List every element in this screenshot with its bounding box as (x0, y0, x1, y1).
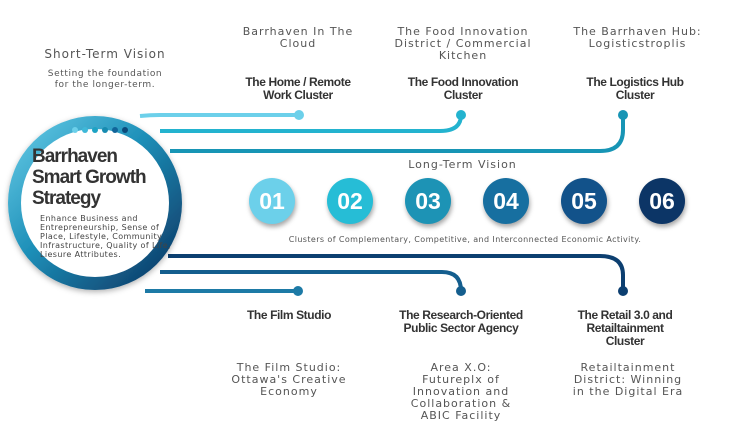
hub-inner-circle (21, 129, 169, 277)
food-innovation-cluster-title: The Food Innovation Cluster (407, 75, 519, 102)
research-agency-subtitle: Area X.O: Futureplx of Innovation and Co… (410, 361, 512, 422)
logistics-hub-subtitle: The Barrhaven Hub: Logisticstroplis (573, 25, 702, 50)
connector-dot-film (293, 286, 303, 296)
home-remote-subtitle: Barrhaven In The Cloud (242, 25, 354, 50)
retail-subtitle: Retailtainment District: Winning in the … (572, 361, 684, 398)
logistics-hub-cluster-title: The Logistics Hub Cluster (586, 75, 684, 102)
retail-cluster-title: The Retail 3.0 and Retailtainment Cluste… (577, 308, 673, 348)
connector-logistics (170, 115, 625, 153)
long-term-subtitle: Clusters of Complementary, Competitive, … (288, 235, 642, 244)
hub-dot (112, 127, 118, 133)
connector-retail (168, 254, 625, 291)
connector-dot-retail (618, 286, 628, 296)
long-term-number-01: 01 (249, 178, 295, 224)
long-term-number-02: 02 (327, 178, 373, 224)
short-term-title: Short-Term Vision (44, 47, 166, 61)
long-term-title: Long-Term Vision (408, 158, 517, 171)
connector-food (160, 114, 463, 133)
connector-dot-home-remote (294, 110, 304, 120)
research-agency-cluster-title: The Research-Oriented Public Sector Agen… (399, 308, 523, 335)
hub-dot (102, 127, 108, 133)
hub-dot (122, 127, 128, 133)
connector-home-remote (139, 113, 299, 118)
long-term-number-03: 03 (405, 178, 451, 224)
connector-dot-logistics (618, 110, 628, 120)
film-studio-subtitle: The Film Studio: Ottawa's Creative Econo… (231, 361, 347, 398)
connector-dot-research (456, 286, 466, 296)
hub-title: Barrhaven Smart Growth Strategy (32, 146, 147, 209)
hub-dot (72, 127, 78, 133)
connector-dot-food (456, 110, 466, 120)
long-term-number-04: 04 (483, 178, 529, 224)
hub-description: Enhance Business and Entrepreneurship, S… (40, 214, 171, 259)
food-innovation-subtitle: The Food Innovation District / Commercia… (394, 25, 532, 62)
long-term-number-06: 06 (639, 178, 685, 224)
hub-dot (92, 127, 98, 133)
hub-dot (82, 127, 88, 133)
short-term-desc: Setting the foundation for the longer-te… (47, 69, 163, 90)
film-studio-cluster-title: The Film Studio (247, 308, 331, 322)
long-term-number-05: 05 (561, 178, 607, 224)
home-remote-cluster-title: The Home / Remote Work Cluster (245, 75, 351, 102)
hub-dots (72, 127, 128, 133)
connector-research (160, 270, 463, 292)
